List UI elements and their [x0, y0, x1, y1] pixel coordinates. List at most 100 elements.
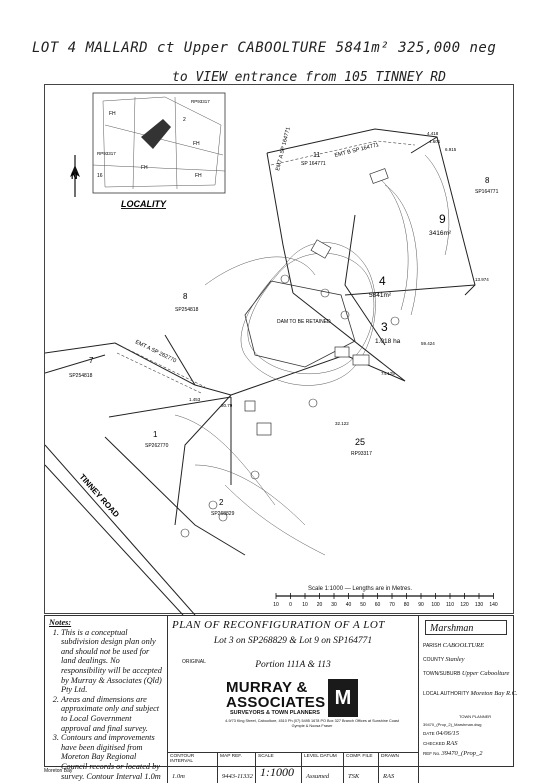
lot-number: 2: [219, 498, 224, 507]
north-arrow-icon: N: [70, 155, 80, 197]
lot-plan: SP254818: [175, 307, 199, 313]
buildings: [244, 168, 389, 436]
note-item: Areas and dimensions are approximate onl…: [61, 695, 163, 733]
company-subtitle: SURVEYORS & TOWN PLANNERS: [230, 710, 320, 716]
lot-boundaries: [44, 128, 476, 556]
contour-interval-cell: CONTOUR INTERVAL 1.0m: [168, 753, 218, 783]
plan-title: PLAN OF RECONFIGURATION OF A LOT: [172, 619, 385, 631]
notes-panel: Notes: This is a conceptual subdivision …: [45, 616, 168, 783]
dimension: 4.418: [427, 131, 439, 136]
title-block: Notes: This is a conceptual subdivision …: [44, 615, 518, 783]
original-label: ORIGINAL: [182, 659, 206, 665]
locality-label: RP93317: [191, 99, 210, 104]
comp-file-cell: COMP. FILE TSK: [344, 753, 379, 783]
notes-heading: Notes:: [49, 618, 72, 627]
drawing-info-row: CONTOUR INTERVAL 1.0m MAP REF. 9443-1133…: [168, 752, 418, 783]
plan-portion: Portion 111A & 113: [255, 660, 331, 670]
locality-label: FH: [141, 165, 148, 171]
dam: DAM TO BE RETAINED: [244, 280, 356, 368]
local-authority-row: LOCAL AUTHORITY Moreton Bay R.C.: [423, 690, 518, 697]
lot-plan: SP254818: [69, 373, 93, 379]
lot-plan: SP 164771: [301, 161, 326, 167]
scale-tick-label: 100: [431, 602, 440, 608]
dimension: 6.915: [445, 147, 457, 152]
parish-row: PARISH CABOOLTURE: [423, 642, 485, 649]
ref-row: REF No. 39470_(Prop_2: [423, 750, 483, 757]
scale-tick-label: 120: [460, 602, 469, 608]
title-panel: PLAN OF RECONFIGURATION OF A LOT Lot 3 o…: [168, 616, 419, 783]
north-label: N: [71, 171, 78, 181]
locality-label: FH: [193, 141, 200, 147]
tinney-road: TINNEY ROAD: [44, 444, 196, 616]
handwritten-note-line2: to VIEW entrance from 105 TINNEY RD: [172, 70, 446, 85]
dimension: 4.601: [429, 139, 441, 144]
dimension: 1.453: [189, 397, 201, 402]
easement-lines: [116, 140, 416, 394]
dimension: 32.122: [335, 421, 349, 426]
scale-label: Scale 1:1000 — Lengths are in Metres.: [308, 586, 413, 592]
locality-label: FH: [109, 111, 116, 117]
road-name: TINNEY ROAD: [78, 472, 122, 519]
lot-number: 9: [439, 212, 446, 226]
lot-area: 5841m²: [369, 292, 392, 299]
handwritten-note-line1: LOT 4 MALLARD ct Upper CABOOLTURE 5841m²…: [32, 40, 497, 56]
lot-number: 4: [379, 274, 386, 288]
lot-number: 8: [183, 292, 188, 301]
lot-number: 25: [355, 437, 365, 447]
scale-bar: Scale 1:1000 — Lengths are in Metres. 10…: [264, 584, 514, 614]
lot-labels: 9 3416m² 4 5841m² 3 1.018 ha 1 SP262770 …: [69, 152, 499, 517]
note-item: Contours and improvements have been digi…: [61, 733, 163, 781]
dimension-labels: 4.418 4.601 6.915 13.974 32.122 59.424 1…: [189, 131, 489, 426]
scale-tick-label: 90: [418, 602, 424, 608]
company-logo: MURRAY & ASSOCIATES M SURVEYORS & TOWN P…: [220, 676, 410, 732]
bottom-caption: Moreton Bay: [44, 768, 73, 774]
scale-tick-label: 30: [331, 602, 337, 608]
level-datum-cell: LEVEL DATUM Assumed: [302, 753, 344, 783]
scale-cell: SCALE 1:1000: [256, 753, 302, 783]
scale-tick-label: 50: [360, 602, 366, 608]
tree-symbols: [180, 274, 400, 538]
dimension: 74.125: [381, 371, 395, 376]
dimension: 13.974: [475, 277, 489, 282]
scale-tick-label: 110: [446, 602, 454, 608]
dimension: 59.424: [421, 341, 435, 346]
locality-label: 2: [183, 117, 186, 123]
logo-mark-icon: M: [328, 679, 358, 717]
lot-number: 3: [381, 320, 388, 334]
dimension: 30.79: [221, 403, 233, 408]
scale-tick-label: 40: [346, 602, 352, 608]
lot-plan: SP268829: [211, 511, 235, 517]
plan-sheet: RP93317 RP93317 FH FH FH FH 16 2 LOCALIT…: [44, 84, 514, 616]
locality-label: FH: [195, 173, 202, 179]
locality-map: RP93317 RP93317 FH FH FH FH 16 2: [92, 92, 226, 194]
comp-file-detail: 39470_(Prop_2)_Marshman.dwg: [423, 722, 482, 727]
plan-drawing: RP93317 RP93317 FH FH FH FH 16 2 LOCALIT…: [44, 92, 499, 616]
lot-plan: SP164771: [475, 189, 499, 195]
drawn-cell: DRAWN RAS: [381, 754, 399, 781]
map-ref-cell: MAP REF. 9443-11332: [218, 753, 256, 783]
note-item: This is a conceptual subdivision design …: [61, 628, 163, 695]
lot-plan: RP93317: [351, 451, 372, 457]
locality-label: 16: [97, 173, 103, 179]
lot-area: 3416m²: [429, 230, 452, 237]
scale-tick-label: 70: [389, 602, 395, 608]
lot-area: 1.018 ha: [375, 338, 401, 345]
plan-lots: Lot 3 on SP268829 & Lot 9 on SP164771: [213, 636, 373, 646]
locality-label: RP93317: [97, 151, 116, 156]
lot-number: 7: [89, 356, 94, 365]
easement-labels: EMT A SP 164771 EMT B SP 164771 EMT A SP…: [134, 127, 379, 365]
lot-number: 8: [485, 176, 490, 185]
scale-tick-label: 0: [289, 602, 292, 608]
scale-tick-label: 130: [475, 602, 484, 608]
lot-plan: SP262770: [145, 443, 169, 449]
company-name: MURRAY & ASSOCIATES: [226, 679, 326, 711]
scale-tick-label: 10: [302, 602, 308, 608]
contour-lines: [174, 154, 450, 556]
scale-tick-label: 80: [404, 602, 410, 608]
dam-label: DAM TO BE RETAINED: [277, 319, 331, 325]
scale-tick-label: 10: [273, 602, 279, 608]
checked-row: CHECKED RAS: [423, 740, 458, 747]
notes-list: This is a conceptual subdivision design …: [49, 628, 163, 782]
scale-tick-label: 20: [317, 602, 323, 608]
